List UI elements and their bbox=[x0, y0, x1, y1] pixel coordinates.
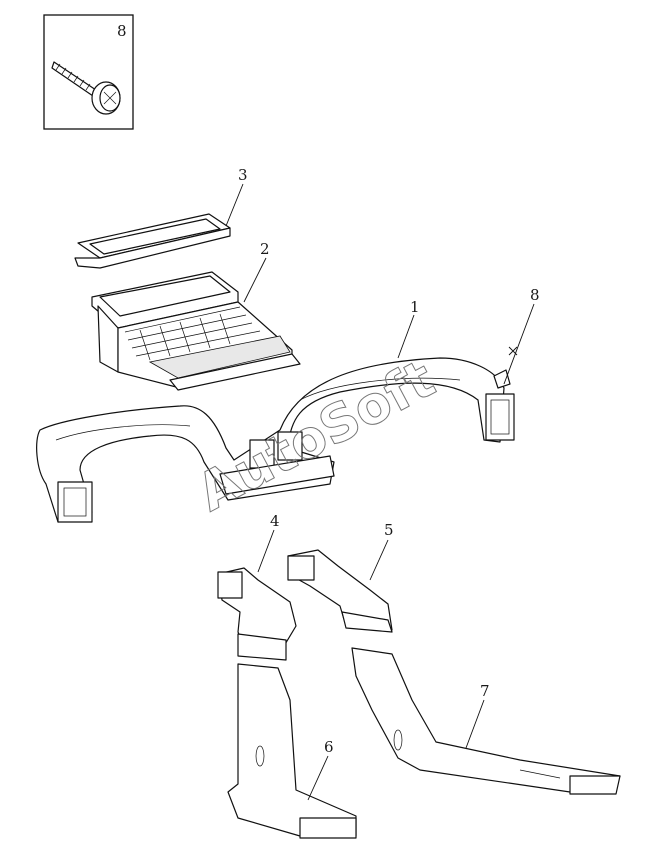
part-1-main-duct bbox=[36, 357, 515, 523]
part-2-duct-assembly bbox=[91, 271, 301, 391]
leader-lines bbox=[225, 183, 535, 801]
callout-numbers: 3 2 1 8 4 5 6 7 bbox=[238, 166, 540, 756]
callout-2: 2 bbox=[260, 240, 270, 258]
callout-8: 8 bbox=[530, 286, 540, 304]
part-4-duct bbox=[217, 567, 297, 661]
callout-6: 6 bbox=[324, 738, 334, 756]
screw-icon bbox=[51, 61, 121, 115]
part-5-duct bbox=[287, 549, 393, 633]
inset-label: 8 bbox=[117, 22, 127, 40]
callout-5: 5 bbox=[384, 521, 394, 539]
callout-3: 3 bbox=[238, 166, 248, 184]
part-7-duct bbox=[351, 647, 621, 795]
part-3-frame bbox=[74, 213, 231, 269]
callout-1: 1 bbox=[410, 298, 420, 316]
callout-7: 7 bbox=[480, 682, 490, 700]
inset-screw-box: 8 bbox=[43, 14, 134, 130]
callout-4: 4 bbox=[270, 512, 280, 530]
part-6-duct bbox=[227, 663, 357, 839]
